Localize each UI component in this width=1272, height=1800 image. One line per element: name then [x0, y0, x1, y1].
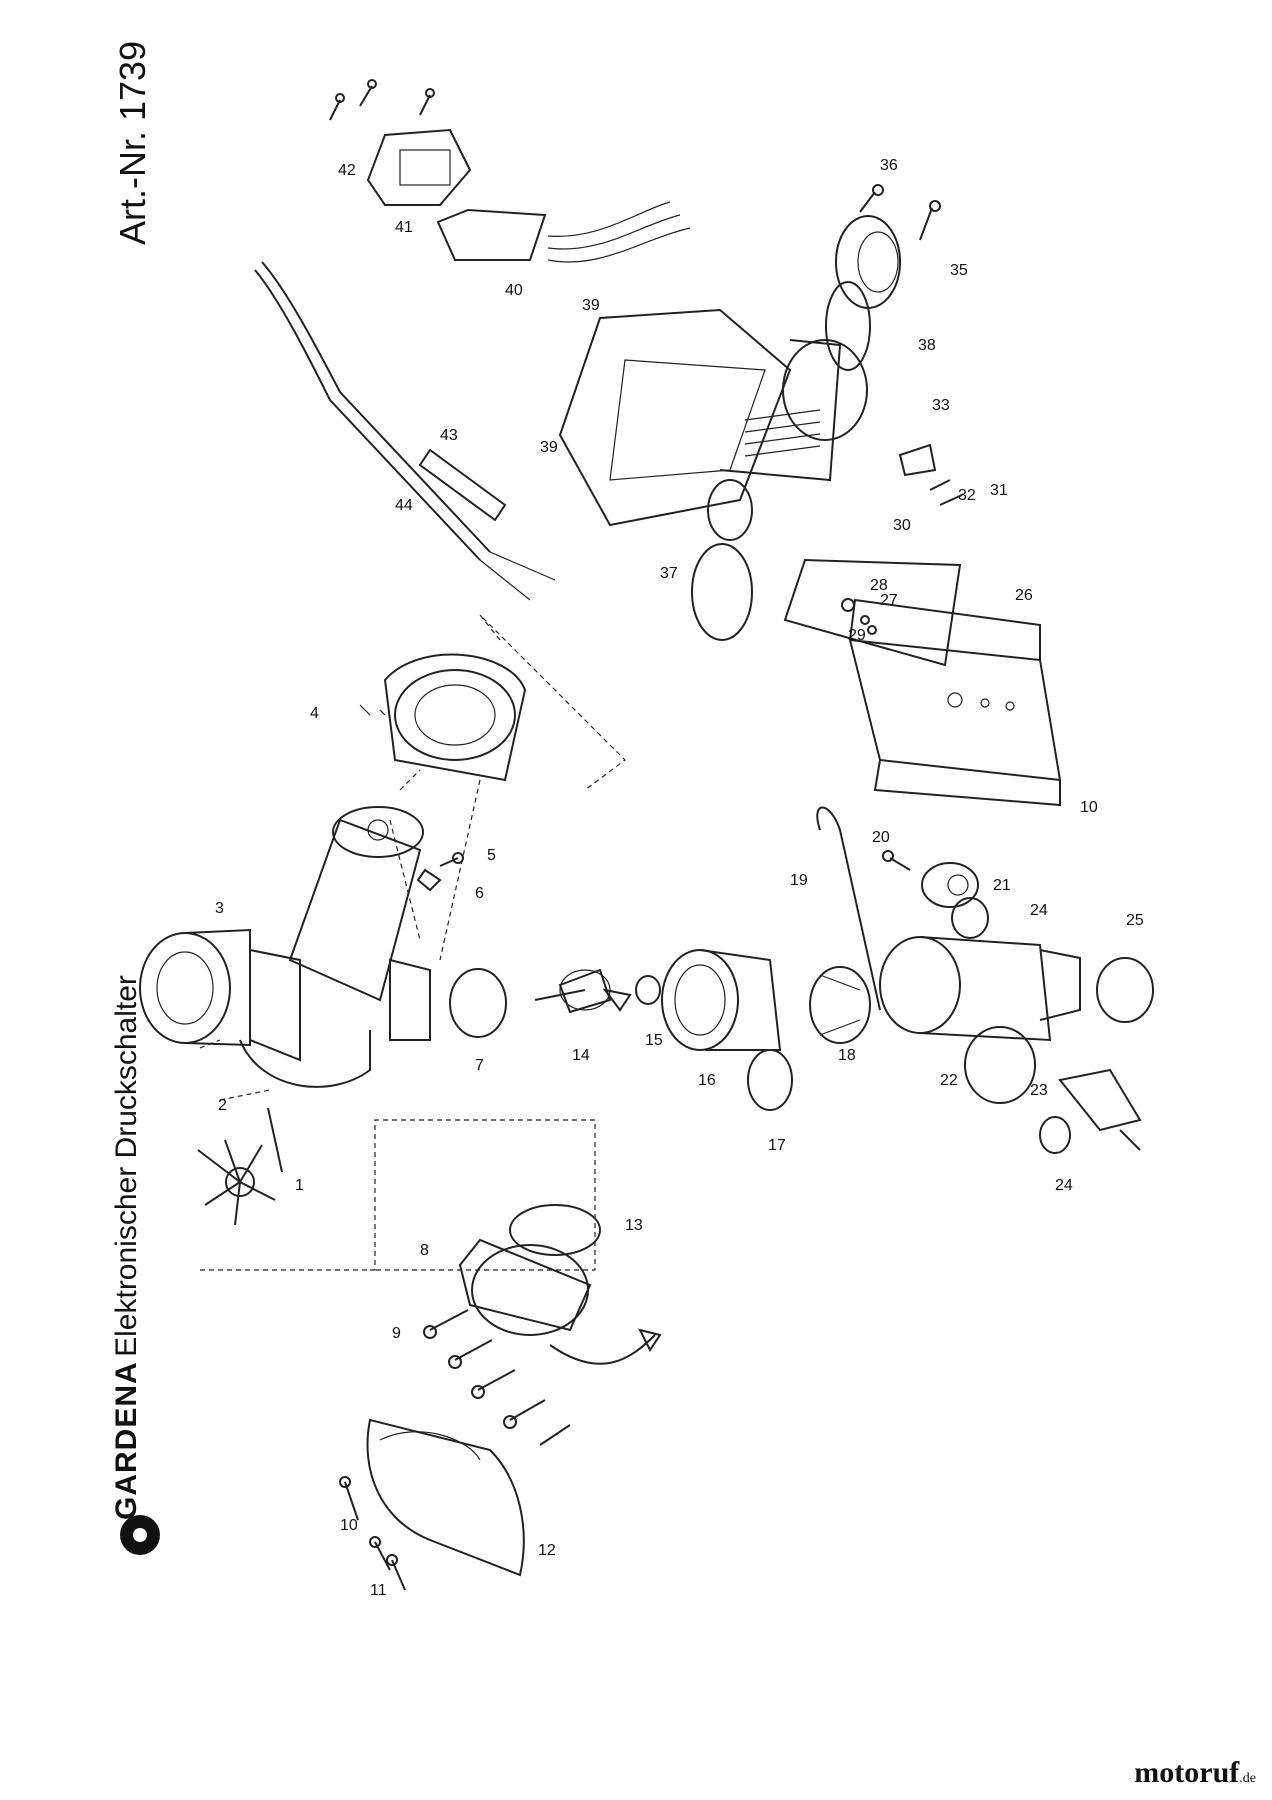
screw-5: [439, 852, 464, 867]
label-7: 7: [475, 1057, 484, 1074]
sleeve-43: [418, 448, 507, 522]
valve-body-22: [879, 936, 1081, 1104]
o-ring-7: [449, 968, 507, 1038]
label-1: 1: [295, 1177, 304, 1194]
label-20: 20: [872, 829, 890, 846]
lid-35: [835, 215, 901, 309]
tap-23: [1058, 1068, 1142, 1151]
parts-27-29: [841, 598, 877, 635]
cover-12: [366, 1418, 525, 1577]
label-36: 36: [880, 157, 898, 174]
label-19: 19: [790, 872, 808, 889]
label-31: 31: [990, 482, 1008, 499]
pipe-19: [816, 806, 881, 1011]
watermark: motoruf.de: [1134, 1756, 1256, 1790]
label-18: 18: [838, 1047, 856, 1064]
seal-13: [509, 1204, 601, 1256]
label-26: 26: [1015, 587, 1033, 604]
pump-housing: [139, 806, 431, 1088]
housing-39: [558, 308, 868, 541]
label-33: 33: [932, 397, 950, 414]
label-8: 8: [420, 1242, 429, 1259]
label-22: 22: [940, 1072, 958, 1089]
label-14: 14: [572, 1047, 590, 1064]
label-37: 37: [660, 565, 678, 582]
watermark-name: motoruf: [1134, 1756, 1240, 1789]
label-29: 29: [848, 627, 866, 644]
label-5: 5: [487, 847, 496, 864]
label-35: 35: [950, 262, 968, 279]
label-42: 42: [338, 162, 356, 179]
label-17: 17: [768, 1137, 786, 1154]
label-27: 27: [880, 592, 898, 609]
screws-31-32: [929, 479, 963, 506]
sensor-21: [921, 862, 979, 908]
label-11: 11: [370, 1582, 387, 1599]
screws-36: [859, 184, 941, 241]
clip-6: [416, 868, 442, 892]
motor-cover: [359, 653, 527, 782]
impeller: [197, 1139, 276, 1226]
gardena-flower-icon: [120, 1515, 160, 1555]
o-ring-24a: [951, 897, 989, 939]
label-10b: 10: [1080, 799, 1098, 816]
o-ring-24b: [1039, 1116, 1071, 1154]
o-ring-38: [825, 281, 871, 371]
label-28: 28: [870, 577, 888, 594]
label-38: 38: [918, 337, 936, 354]
board-41: [366, 128, 472, 206]
o-ring-15: [635, 975, 661, 1005]
label-9: 9: [392, 1325, 401, 1342]
label-2: 2: [218, 1097, 227, 1114]
label-23: 23: [1030, 1082, 1048, 1099]
screws-42: [329, 79, 435, 121]
label-21: 21: [993, 877, 1011, 894]
pressure-unit-26: [848, 598, 1062, 807]
assembly-outline-1: [200, 1119, 596, 1271]
label-44: 44: [395, 497, 413, 514]
label-40: 40: [505, 282, 523, 299]
label-24a: 24: [1030, 902, 1048, 919]
cable-loom: [549, 1328, 662, 1365]
screws-10-11: [339, 1476, 406, 1591]
valve-14: [534, 968, 632, 1014]
o-ring-25: [1096, 957, 1154, 1023]
label-30: 30: [893, 517, 911, 534]
part-labels: 1 2 3 4 5 6 7 8 9 10 10 11 12 13 14 15 1…: [215, 157, 1144, 1599]
cable-44: [254, 261, 556, 601]
shaft: [267, 1107, 283, 1173]
o-ring-37: [691, 543, 753, 641]
label-3: 3: [215, 900, 224, 917]
frame-30: [783, 558, 962, 667]
label-25: 25: [1126, 912, 1144, 929]
label-24b: 24: [1055, 1177, 1073, 1194]
label-39b: 39: [582, 297, 600, 314]
label-4: 4: [310, 705, 319, 722]
screw-20: [882, 850, 911, 871]
watermark-tld: .de: [1239, 1771, 1256, 1786]
cable-39: [547, 201, 691, 263]
check-valve-18: [809, 966, 871, 1044]
base-plate-8: [458, 1238, 592, 1336]
label-43: 43: [440, 427, 458, 444]
label-12: 12: [538, 1542, 556, 1559]
label-13: 13: [625, 1217, 643, 1234]
label-16: 16: [698, 1072, 716, 1089]
clip-33: [898, 443, 937, 477]
label-41: 41: [395, 219, 413, 236]
label-10a: 10: [340, 1517, 358, 1534]
label-15: 15: [645, 1032, 663, 1049]
label-32: 32: [958, 487, 976, 504]
screws-9: [423, 1309, 571, 1446]
label-39a: 39: [540, 439, 558, 456]
label-6: 6: [475, 885, 484, 902]
nut-16: [661, 949, 782, 1051]
gasket-40: [436, 208, 547, 261]
o-ring-17: [747, 1049, 793, 1111]
